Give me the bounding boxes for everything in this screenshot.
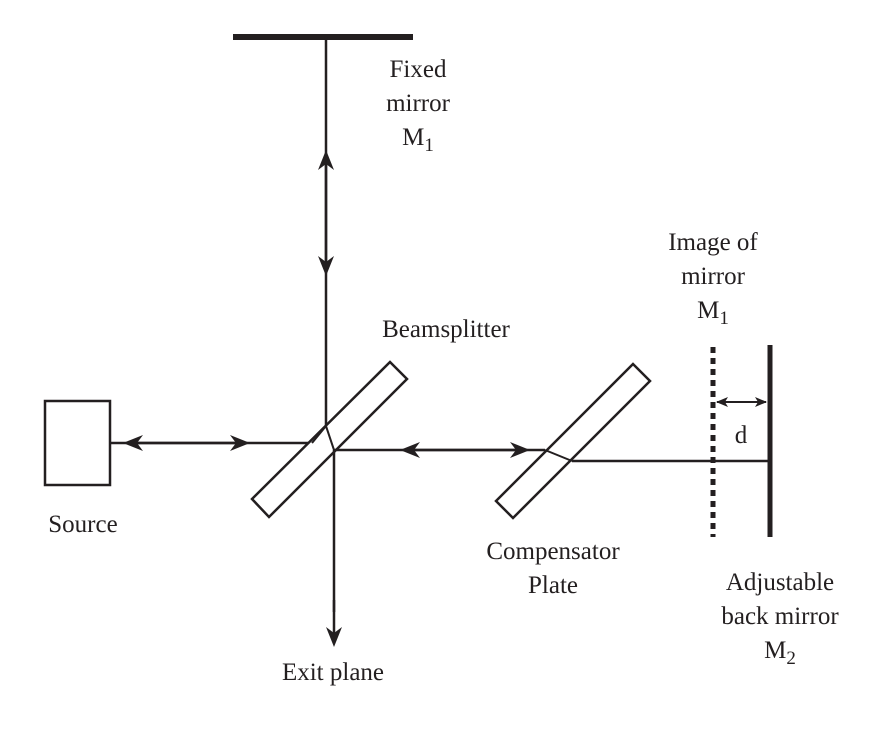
compensator-label-line1: Compensator (486, 538, 620, 565)
source-box (43, 399, 112, 487)
compensator-plate (494, 362, 652, 520)
image-of-mirror-label-line2: mirror (681, 263, 745, 290)
beamsplitter-label: Beamsplitter (382, 316, 510, 343)
beamsplitter-refraction (311, 423, 335, 451)
image-of-mirror-label-line3: M1 (697, 297, 729, 329)
adjustable-mirror-label-line1: Adjustable (725, 569, 835, 596)
adjustable-mirror-label-line2: back mirror (721, 603, 839, 630)
image-of-mirror-label-line1: Image of (668, 229, 758, 256)
adjustable-mirror-label: Adjustable back mirror M2 (705, 566, 855, 676)
fixed-mirror-label-line2: mirror (386, 90, 450, 117)
exit-plane-label: Exit plane (281, 659, 385, 686)
adjustable-mirror-label-line3: M2 (764, 637, 796, 669)
compensator-label: Compensator Plate (468, 535, 638, 603)
fixed-mirror-label: Fixed mirror M1 (368, 53, 468, 163)
compensator-refraction (544, 449, 573, 462)
distance-label: d (734, 422, 748, 449)
image-of-mirror-label: Image of mirror M1 (648, 226, 778, 336)
compensator-label-line2: Plate (528, 572, 578, 599)
fixed-mirror-label-line1: Fixed (389, 56, 447, 83)
source-label: Source (48, 511, 118, 538)
fixed-mirror-label-line3: M1 (402, 124, 434, 156)
